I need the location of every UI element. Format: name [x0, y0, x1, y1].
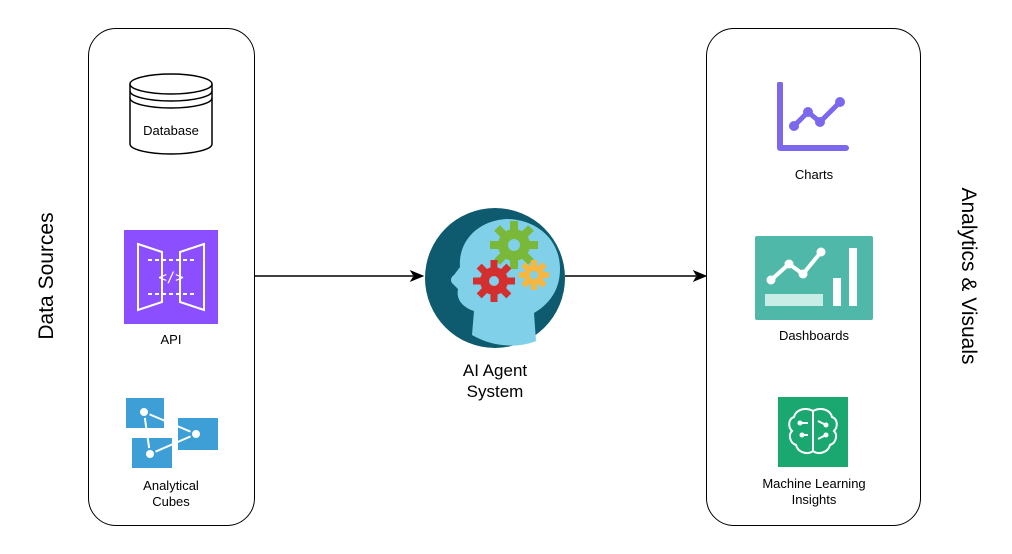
analytical-cubes-icon: [124, 396, 220, 472]
dashboard-icon: [755, 236, 873, 320]
ml-brain-icon: [778, 397, 848, 467]
analytical-cubes-label: Analytical Cubes: [143, 478, 199, 509]
api-gateway-icon: </>: [124, 230, 218, 324]
ai-agent-label: AI Agent System: [462, 361, 528, 401]
database-icon: [128, 72, 214, 156]
ml-insights-label: Machine Learning Insights: [762, 476, 866, 507]
analytics-visuals-title: Analytics & Visuals: [957, 187, 980, 365]
line-chart-icon: [774, 82, 850, 154]
svg-text:</>: </>: [158, 270, 183, 286]
arrow-to-analytics: [565, 268, 708, 284]
arrow-to-ai-agent: [255, 268, 425, 284]
charts-label: Charts: [794, 167, 834, 182]
dashboards-label: Dashboards: [778, 328, 850, 343]
data-sources-title: Data Sources: [35, 212, 58, 340]
database-label: Database: [143, 123, 199, 138]
ai-brain-gears-icon: [424, 207, 566, 349]
api-label: API: [160, 332, 182, 347]
